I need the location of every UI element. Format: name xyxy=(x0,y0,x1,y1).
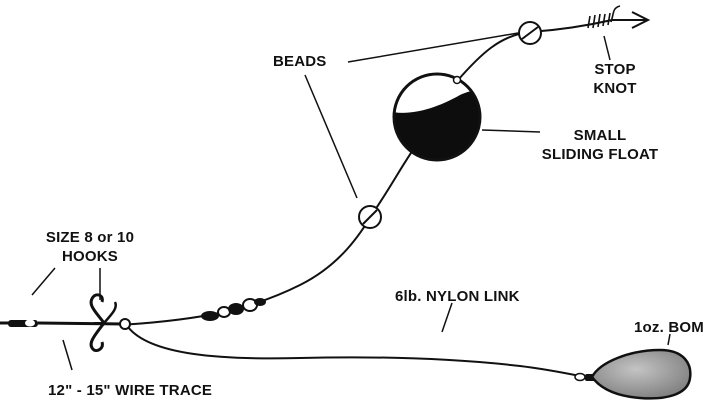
nylon-link-label: 6lb. NYLON LINK xyxy=(395,288,520,305)
leader-lines xyxy=(31,32,671,371)
swivel-and-beads xyxy=(201,298,266,321)
stop-knot-icon xyxy=(587,5,621,29)
stop-knot-label: STOP KNOT xyxy=(580,60,650,98)
sliding-float xyxy=(392,72,482,162)
sliding-float-label-line1: SMALL xyxy=(573,127,627,144)
hooks-label-line1: SIZE 8 or 10 xyxy=(45,229,135,246)
sliding-float-label-line2: SLIDING FLOAT xyxy=(541,146,659,163)
bead-upper xyxy=(518,21,542,45)
stop-knot-label-line1: STOP xyxy=(594,61,636,78)
reel-end-arrow-icon xyxy=(612,11,651,29)
beads-label: BEADS xyxy=(273,53,327,70)
bead-lower xyxy=(358,205,382,229)
hooks-label: SIZE 8 or 10 HOOKS xyxy=(20,228,160,266)
nylon-link-line xyxy=(127,326,595,382)
sliding-float-label: SMALL SLIDING FLOAT xyxy=(525,126,675,164)
bomb-label: 1oz. BOM xyxy=(634,319,704,336)
bomb-weight xyxy=(590,348,692,400)
wire-trace xyxy=(0,319,126,327)
hooks-label-line2: HOOKS xyxy=(61,248,118,265)
treble-hook-icon xyxy=(89,293,131,352)
stop-knot-label-line2: KNOT xyxy=(593,80,637,97)
main-line xyxy=(119,19,613,326)
wire-trace-label: 12" - 15" WIRE TRACE xyxy=(48,382,213,399)
